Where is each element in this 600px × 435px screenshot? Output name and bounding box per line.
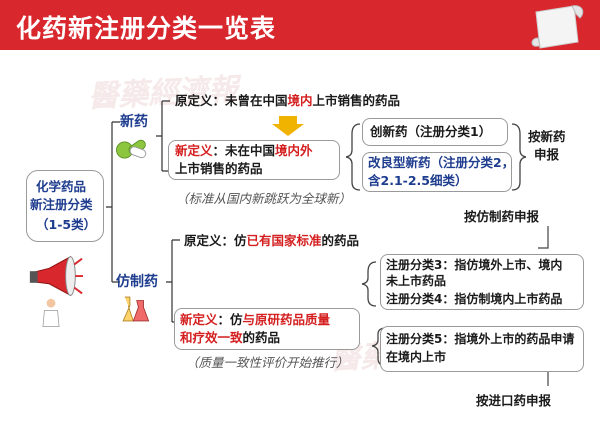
category-3-line2: 未上市药品 <box>386 274 447 288</box>
person-icon <box>42 298 60 328</box>
generic-drug-note: （质量一致性评价开始推行） <box>186 355 349 370</box>
megaphone-icon <box>29 255 84 297</box>
title-banner <box>0 0 600 50</box>
generic-drug-new-definition-line1: 新定义：仿与原研药品质量 <box>180 312 331 327</box>
new-drug-label: 新药 <box>120 114 148 130</box>
pill-icon <box>116 139 147 159</box>
page-title: 化药新注册分类一览表 <box>16 14 277 43</box>
category-3-line1: 注册分类3：指仿境外上市、境内 <box>386 258 563 272</box>
apply-generic-label: 按仿制药申报 <box>464 209 540 224</box>
generic-drug-label: 仿制药 <box>116 274 158 290</box>
category-5-line2: 在境内上市 <box>386 350 447 364</box>
improved-drug-box <box>362 152 512 192</box>
category-3-4-box <box>380 254 584 310</box>
root-label-line3: （1-5类） <box>36 217 97 232</box>
new-drug-new-definition-line2: 上市销售的药品 <box>175 161 263 176</box>
root-category-box <box>26 170 104 242</box>
root-label-line2: 新注册分类 <box>30 197 93 212</box>
category-5-line1: 注册分类5：指境外上市的药品申请 <box>386 332 575 346</box>
generic-drug-new-definition-box <box>174 308 360 350</box>
scroll-decoration-icon <box>531 5 584 49</box>
apply-new-drug-line2: 申报 <box>534 147 560 162</box>
root-label-line1: 化学药品 <box>36 179 87 194</box>
improved-drug-line2: 含2.1-2.5细类） <box>368 173 468 188</box>
improved-drug-line1: 改良型新药（注册分类2， <box>368 155 515 170</box>
apply-import-label: 按进口药申报 <box>476 393 552 408</box>
new-drug-old-definition: 原定义：未曾在中国境内上市销售的药品 <box>175 93 401 108</box>
generic-drug-old-definition: 原定义：仿已有国家标准的药品 <box>184 233 360 248</box>
new-drug-new-definition-line1: 新定义：未在中国境内外 <box>175 143 313 158</box>
generic-drug-new-definition-line2: 和疗效一致的药品 <box>180 330 281 345</box>
flask-icon <box>122 296 150 322</box>
category-5-box <box>380 326 584 372</box>
innovative-drug-label: 创新药（注册分类1） <box>370 124 492 139</box>
new-drug-new-definition-box <box>168 140 340 180</box>
innovative-drug-box <box>362 118 508 146</box>
apply-new-drug-line1: 按新药 <box>528 129 566 144</box>
category-4-label: 注册分类4：指仿制境内上市药品 <box>386 292 563 306</box>
new-drug-note: （标准从国内新跳跃为全球新） <box>176 191 352 206</box>
